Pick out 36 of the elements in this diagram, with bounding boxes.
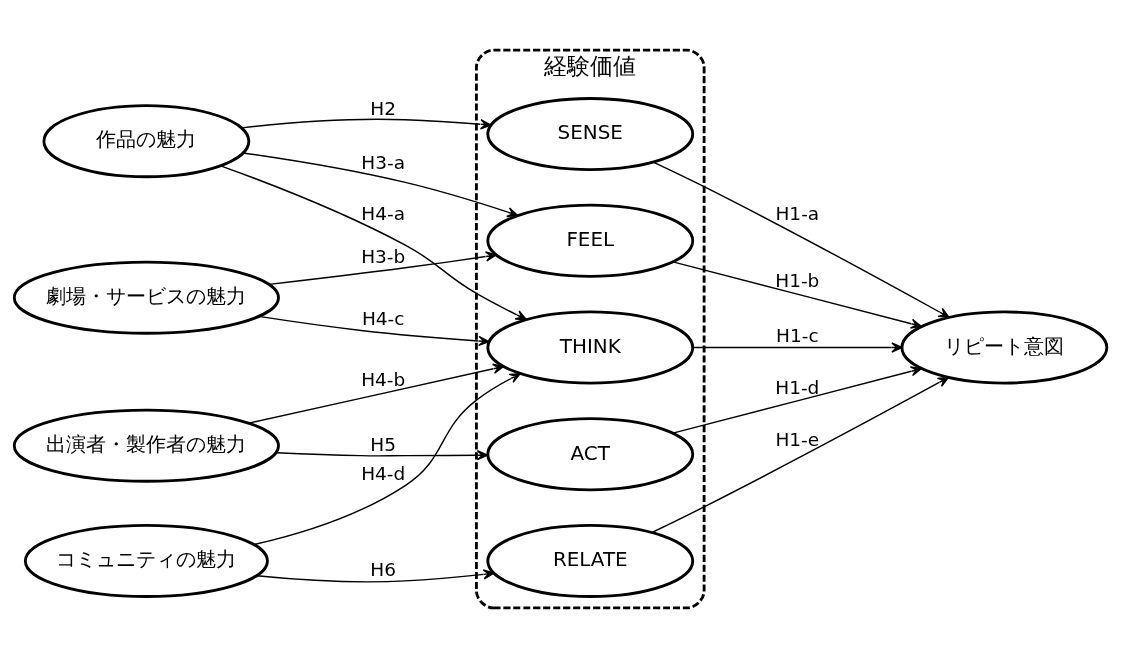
edge-label: H4-a: [361, 202, 406, 224]
arrow: [253, 372, 521, 545]
arrow: [275, 449, 489, 460]
edge-label: H6: [370, 558, 397, 580]
node-ellipse: ACT: [486, 416, 695, 491]
arrow: [651, 376, 949, 533]
edge-label: H1-c: [776, 324, 819, 346]
arrow: [241, 118, 492, 129]
node-ellipse: RELATE: [486, 523, 695, 598]
arrow: [248, 363, 505, 424]
arrow: [672, 365, 922, 434]
edge-label: H4-b: [361, 368, 406, 390]
edge-label: H1-a: [775, 202, 820, 224]
node-ellipse: 劇場・サービスの魅力: [12, 260, 280, 335]
arrow: [692, 341, 903, 353]
edge-label: H5: [370, 433, 397, 455]
node-ellipse: SENSE: [486, 96, 695, 171]
edge-label: H4-c: [361, 307, 405, 329]
edge-label: H4-d: [361, 462, 406, 484]
arrow: [242, 151, 519, 217]
edge-label: H3-a: [361, 151, 406, 173]
arrow: [256, 568, 495, 583]
arrow: [220, 164, 527, 320]
node-ellipse: 作品の魅力: [42, 103, 251, 178]
arrow: [672, 260, 922, 329]
edge-label: H1-e: [775, 428, 820, 450]
node-ellipse: コミュニティの魅力: [23, 523, 269, 598]
arrow: [258, 315, 490, 346]
edge-label: H3-b: [361, 245, 406, 267]
arrow: [652, 160, 950, 318]
edge-label: H1-d: [775, 376, 820, 398]
node-ellipse: 出演者・製作者の魅力: [12, 408, 280, 483]
edge-label: H2: [370, 97, 397, 119]
node-ellipse: リピート意図: [900, 310, 1109, 384]
arrow: [268, 250, 497, 285]
edge-label: H1-b: [775, 269, 820, 291]
